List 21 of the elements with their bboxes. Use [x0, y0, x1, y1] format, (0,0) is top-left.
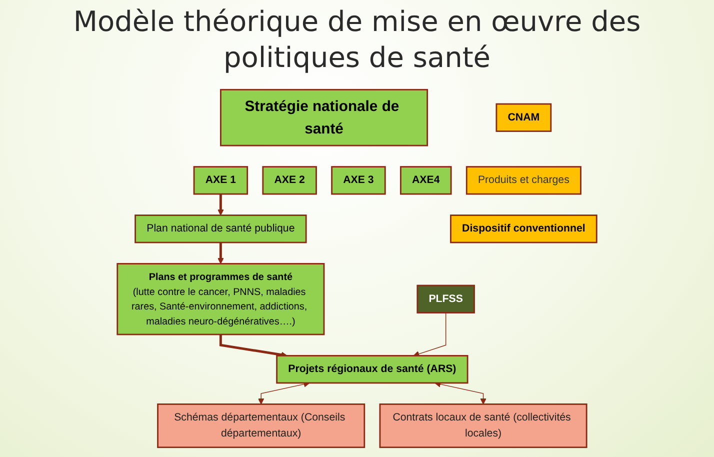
arrow — [218, 242, 224, 264]
node-box: Contrats locaux de santé (collectivités locales) — [379, 403, 588, 448]
node-box: Plan national de santé publique — [134, 214, 307, 244]
title: Modèle théorique de mise en œuvre des politiques de santé — [72, 4, 642, 76]
node-box: AXE4 — [400, 166, 452, 195]
arrow — [434, 381, 486, 404]
arrow — [218, 194, 224, 216]
node-box: PLFSS — [416, 284, 475, 314]
node-box: Plans et programmes de santé (lutte contre le cancer, PNNS, maladies rares, Santé-environnement, addictions, maladies neuro-dégénératives….) — [116, 263, 325, 336]
arrow — [413, 312, 446, 357]
node-box: Produits et charges — [466, 166, 582, 195]
node-box: CNAM — [496, 103, 552, 132]
node-box: Dispositif conventionnel — [450, 214, 598, 244]
node-box: Stratégie nationale de santé — [220, 88, 428, 146]
node-box: AXE 2 — [262, 166, 317, 195]
arrow — [258, 381, 310, 404]
node-box: AXE 3 — [331, 166, 386, 195]
arrow — [219, 334, 288, 358]
node-box: Projets régionaux de santé (ARS) — [276, 355, 468, 384]
node-box: AXE 1 — [193, 166, 248, 195]
node-box: Schémas départementaux (Conseils départementaux) — [157, 403, 366, 448]
